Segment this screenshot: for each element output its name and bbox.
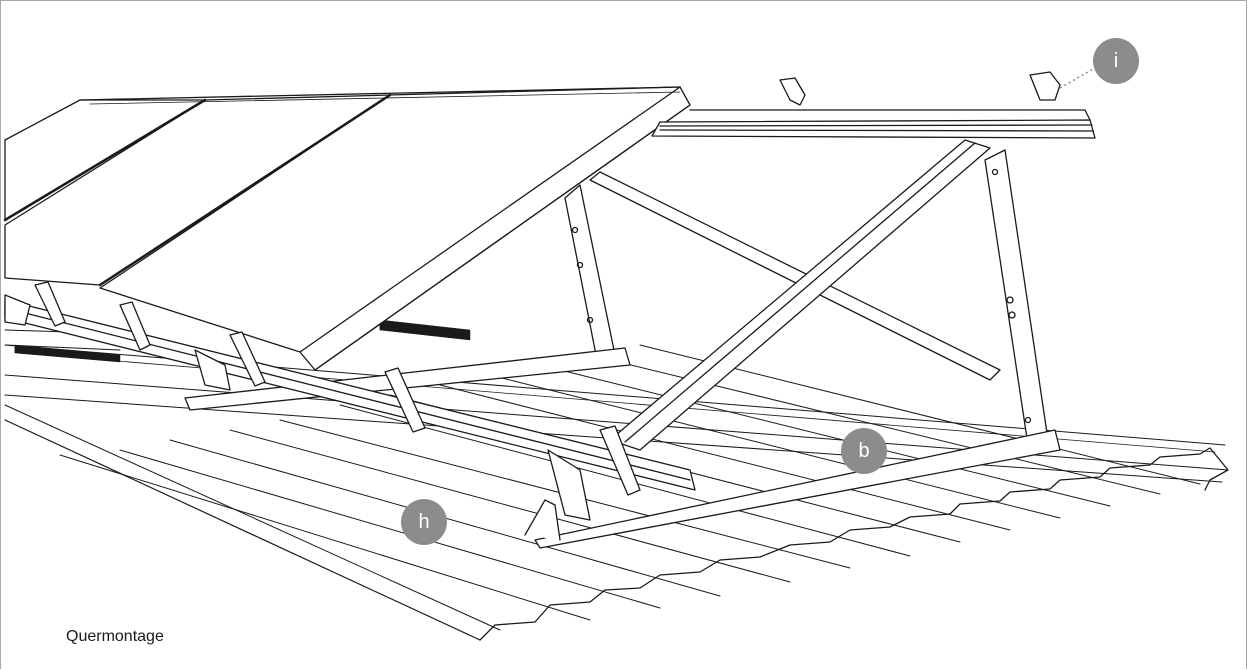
diagonal-braces <box>589 139 1001 451</box>
callout-h: h <box>401 499 447 545</box>
upper-rail <box>651 71 1096 139</box>
callout-i: i <box>1093 38 1139 84</box>
corrugated-roof <box>4 319 1229 641</box>
figure-caption: Quermontage <box>66 628 164 645</box>
solar-panels <box>3 86 691 371</box>
front-clamps <box>4 281 641 521</box>
callout-i-leader <box>1059 67 1096 89</box>
callout-b: b <box>841 428 887 474</box>
lower-base-rail <box>184 347 1061 549</box>
